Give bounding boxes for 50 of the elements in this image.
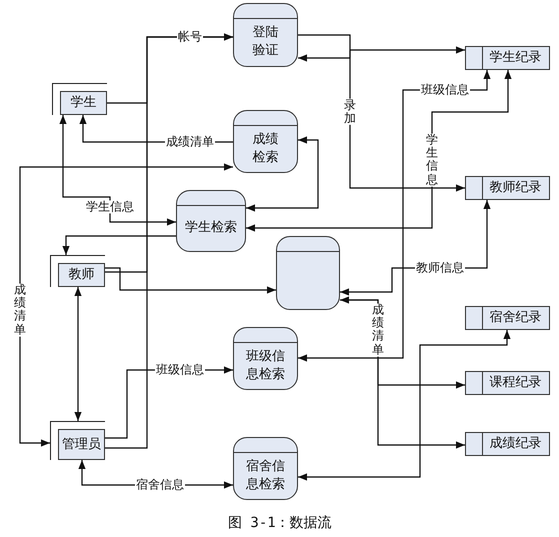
edge-label: 成绩清单	[13, 284, 27, 336]
edge-label: 成绩清单	[165, 135, 215, 149]
arrow	[298, 34, 465, 192]
process-box	[176, 190, 246, 252]
data-store-box	[465, 306, 550, 330]
node-label: 管理员	[62, 436, 101, 454]
arrow	[105, 33, 233, 449]
data-store-box	[465, 432, 550, 456]
arrow	[298, 330, 511, 481]
edge-label: 学生信息	[85, 200, 135, 214]
node-label: 教师	[68, 266, 94, 284]
external-entity-box	[52, 83, 107, 115]
arrow	[59, 115, 176, 226]
process-box	[233, 327, 298, 390]
node-label: 宿舍信息检索	[245, 458, 286, 494]
caption: 图 3-1：数据流	[228, 514, 332, 532]
node-label: 宿舍纪录	[490, 309, 542, 327]
edge-label: 录加	[343, 98, 357, 126]
external-entity-box	[50, 421, 105, 460]
arrow	[298, 70, 491, 362]
node-label: 班级信息检索	[245, 348, 286, 384]
arrow	[62, 235, 176, 255]
data-store-box	[465, 176, 550, 200]
edge-label: 班级信息	[420, 83, 470, 97]
arrow	[298, 46, 465, 62]
edge-label: 班级信息	[155, 363, 205, 377]
edge-label: 帐号	[177, 30, 203, 44]
node-label: 课程纪录	[490, 374, 542, 392]
node-label: 学生纪录	[490, 49, 542, 67]
process-box	[276, 236, 340, 310]
process-box	[233, 437, 298, 500]
node-label: 登陆验证	[252, 24, 280, 60]
edge-label: 宿舍信息	[135, 478, 185, 492]
node-label: 学生	[70, 94, 96, 112]
node-label: 成绩检索	[252, 130, 280, 166]
arrow	[246, 136, 319, 212]
edge-label: 成绩清单	[371, 304, 385, 356]
node-label: 成绩纪录	[490, 435, 542, 453]
arrow	[74, 287, 82, 421]
node-label: 教师纪录	[490, 179, 542, 197]
arrow	[105, 267, 276, 294]
edge-label: 教师信息	[415, 261, 465, 275]
arrow	[19, 163, 233, 447]
process-box	[233, 110, 298, 173]
external-entity-box	[50, 255, 105, 287]
edge-label: 学生信息	[425, 134, 439, 186]
node-label: 学生检索	[185, 219, 237, 237]
data-store-box	[465, 46, 550, 70]
process-box	[233, 3, 298, 67]
data-store-box	[465, 371, 550, 395]
